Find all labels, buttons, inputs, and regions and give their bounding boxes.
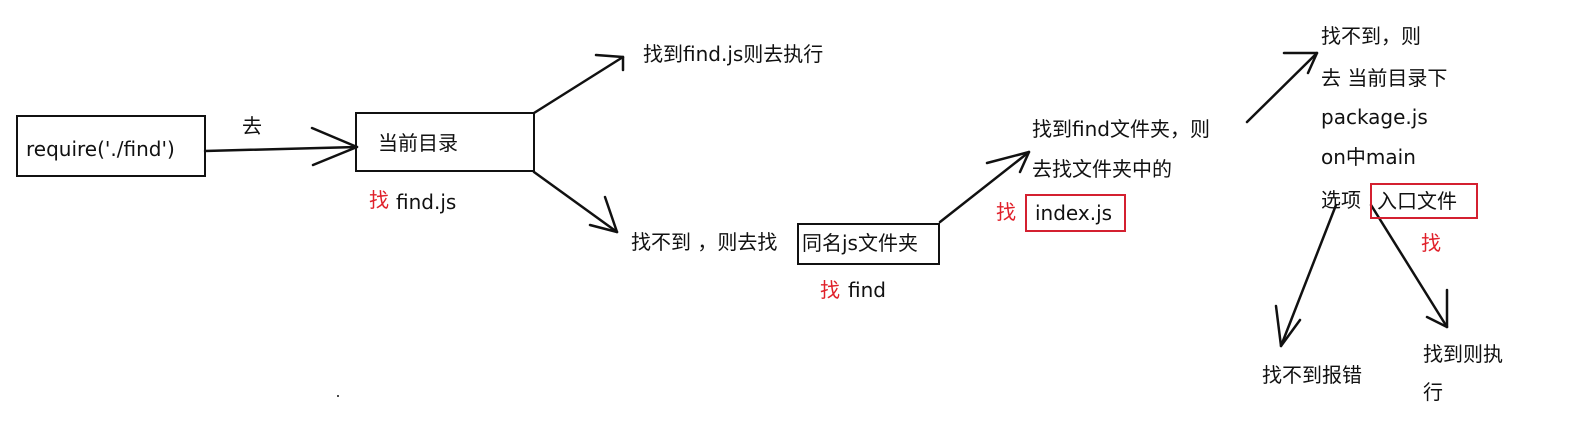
go-label: 去 (242, 114, 262, 138)
entry-file-label: 入口文件 (1377, 189, 1457, 213)
not-found-label: 找不到 ，则去找 (631, 230, 778, 254)
require-box: require('./find') (16, 115, 206, 177)
index-js-box: index.js (1025, 194, 1126, 232)
arrowhead-execute (1425, 288, 1449, 329)
entry-file-box: 入口文件 (1370, 183, 1478, 219)
package-line4: on中main (1321, 145, 1416, 169)
find-prefix-1: 找 (369, 188, 389, 212)
arrow-to-found-execute (532, 55, 625, 115)
arrowhead-not-found (588, 195, 619, 234)
arrow-to-error (1279, 203, 1338, 348)
package-line3: package.js (1321, 105, 1428, 129)
found-exec-line2: 行 (1423, 380, 1443, 404)
arrow-start-to-current (203, 145, 359, 153)
arrow-to-not-found (532, 170, 619, 234)
require-box-label: require('./find') (26, 137, 175, 161)
package-line5: 选项 (1321, 188, 1361, 212)
arrowhead-found-folder (985, 150, 1031, 174)
package-line2: 去 当前目录下 (1321, 66, 1448, 90)
same-name-folder-label: 同名js文件夹 (802, 231, 918, 255)
arrow-to-package (1245, 51, 1319, 124)
arrow-to-execute (1369, 203, 1449, 329)
arrow-to-found-folder (938, 150, 1031, 224)
find-prefix-2: 找 (820, 278, 840, 302)
arrowhead-found-execute (594, 53, 625, 72)
find-target-2: find (848, 278, 886, 302)
same-name-folder-box: 同名js文件夹 (797, 223, 940, 265)
found-folder-line1: 找到find文件夹，则 (1032, 117, 1210, 141)
find-prefix-4: 找 (1421, 231, 1441, 255)
find-target-1: find.js (396, 190, 457, 214)
arrowhead-error (1274, 304, 1302, 348)
stray-dot (337, 395, 339, 397)
current-directory-label: 当前目录 (378, 131, 458, 155)
found-folder-line2: 去找文件夹中的 (1032, 157, 1172, 181)
arrowhead-start (310, 126, 359, 167)
find-prefix-3: 找 (996, 200, 1016, 224)
arrowhead-package (1282, 51, 1319, 75)
current-directory-box: 当前目录 (355, 112, 535, 172)
not-found-error-label: 找不到报错 (1262, 363, 1362, 387)
found-execute-label: 找到find.js则去执行 (643, 42, 824, 66)
found-exec-line1: 找到则执 (1423, 342, 1503, 366)
package-line1: 找不到，则 (1321, 24, 1421, 48)
index-js-label: index.js (1035, 201, 1113, 225)
